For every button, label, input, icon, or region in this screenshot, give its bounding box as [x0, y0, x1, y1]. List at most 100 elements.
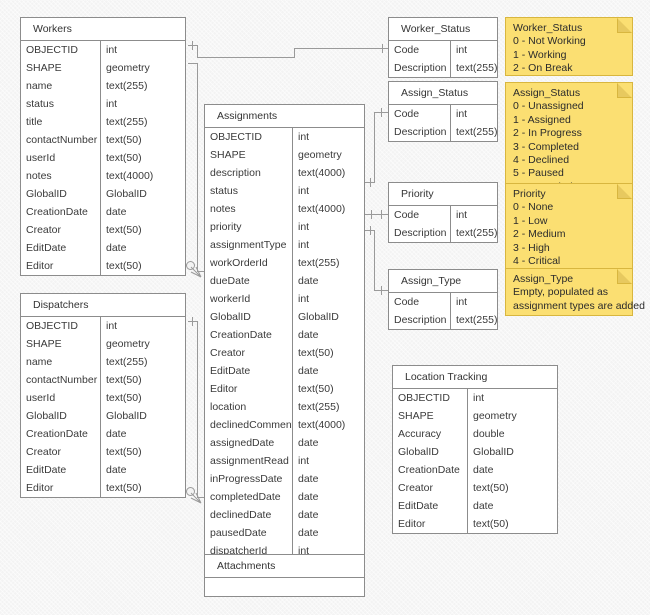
note-line: 1 - Working: [513, 48, 567, 61]
field-name: EditDate: [205, 362, 293, 380]
field-type: text(50): [106, 152, 142, 164]
note-assign-type[interactable]: Assign_Type Empty, populated as assignme…: [505, 268, 645, 316]
entity-title-worker-status: Worker_Status: [389, 18, 497, 41]
field-name: SHAPE: [21, 335, 101, 353]
connector-assignments-priority-seg1: [365, 214, 388, 215]
field-type: int: [456, 296, 468, 308]
connector-workers-worker-status-seg5: [294, 48, 388, 49]
note-assign-status[interactable]: Assign_Status 0 - Unassigned 1 - Assigne…: [505, 82, 633, 194]
field-type: text(255): [106, 80, 148, 92]
field-name: Creator: [393, 479, 468, 497]
note-line: Empty, populated as: [513, 286, 608, 299]
field-name: Description: [389, 224, 451, 242]
field-type: text(50): [106, 224, 142, 236]
one-marker-assignments-type-field: [370, 226, 371, 235]
field-type: text(255): [456, 227, 497, 239]
note-fold-corner-icon: [617, 18, 632, 33]
field-list-attachments: [205, 578, 364, 596]
note-fold-corner-icon: [617, 184, 632, 199]
field-name: userId: [21, 149, 101, 167]
note-line: 5 - Paused: [513, 167, 564, 180]
entity-title-assignments: Assignments: [205, 105, 364, 128]
field-name: SHAPE: [393, 407, 468, 425]
entity-title-assign-type: Assign_Type: [389, 270, 497, 293]
field-name: CreationDate: [21, 425, 101, 443]
entity-attachments[interactable]: Attachments: [204, 554, 365, 597]
field-name: workerId: [205, 290, 293, 308]
table-row: userId text(50): [21, 389, 185, 407]
note-line: 3 - Completed: [513, 140, 579, 153]
field-name: Editor: [21, 257, 101, 275]
field-type: int: [106, 320, 118, 332]
field-type: int: [456, 209, 468, 221]
connector-workers-assignments-seg2: [197, 63, 198, 271]
field-name: Editor: [393, 515, 468, 533]
note-priority[interactable]: Priority 0 - None 1 - Low 2 - Medium 3 -…: [505, 183, 633, 269]
table-row: CreationDate date: [21, 203, 185, 221]
field-type: geometry: [473, 410, 517, 422]
field-name: CreationDate: [205, 326, 293, 344]
field-name: name: [21, 353, 101, 371]
field-type: text(255): [456, 126, 497, 138]
note-line: 3 - High: [513, 241, 550, 254]
field-type: date: [106, 206, 127, 218]
field-name: assignmentType: [205, 236, 293, 254]
table-row: OBJECTID int: [21, 317, 185, 335]
field-name: Editor: [205, 380, 293, 398]
table-row: Editor text(50): [205, 380, 364, 398]
field-type: text(255): [298, 257, 340, 269]
field-type: text(50): [298, 383, 334, 395]
connector-assignments-assign-type-seg2: [374, 230, 375, 290]
field-name: OBJECTID: [393, 389, 468, 407]
field-type: text(50): [106, 392, 142, 404]
field-name: EditDate: [21, 239, 101, 257]
zero-marker-workers-assignments: [186, 261, 195, 270]
note-title: Priority: [513, 188, 546, 200]
field-name: CreationDate: [21, 203, 101, 221]
field-name: OBJECTID: [21, 317, 101, 335]
field-name: declinedDate: [205, 506, 293, 524]
field-type: date: [106, 464, 127, 476]
field-type: int: [298, 455, 310, 467]
field-type: date: [298, 509, 319, 521]
field-type: GlobalID: [106, 410, 147, 422]
note-worker-status[interactable]: Worker_Status 0 - Not Working 1 - Workin…: [505, 17, 633, 76]
field-name: Code: [389, 105, 451, 123]
field-name: Code: [389, 41, 451, 59]
field-name: userId: [21, 389, 101, 407]
field-name: dueDate: [205, 272, 293, 290]
field-type: int: [473, 392, 485, 404]
connector-workers-worker-status-seg4: [294, 48, 295, 58]
table-row: userId text(50): [21, 149, 185, 167]
field-type: GlobalID: [298, 311, 339, 323]
field-type: int: [456, 108, 468, 120]
connector-dispatchers-assignments-seg3: [197, 497, 204, 498]
